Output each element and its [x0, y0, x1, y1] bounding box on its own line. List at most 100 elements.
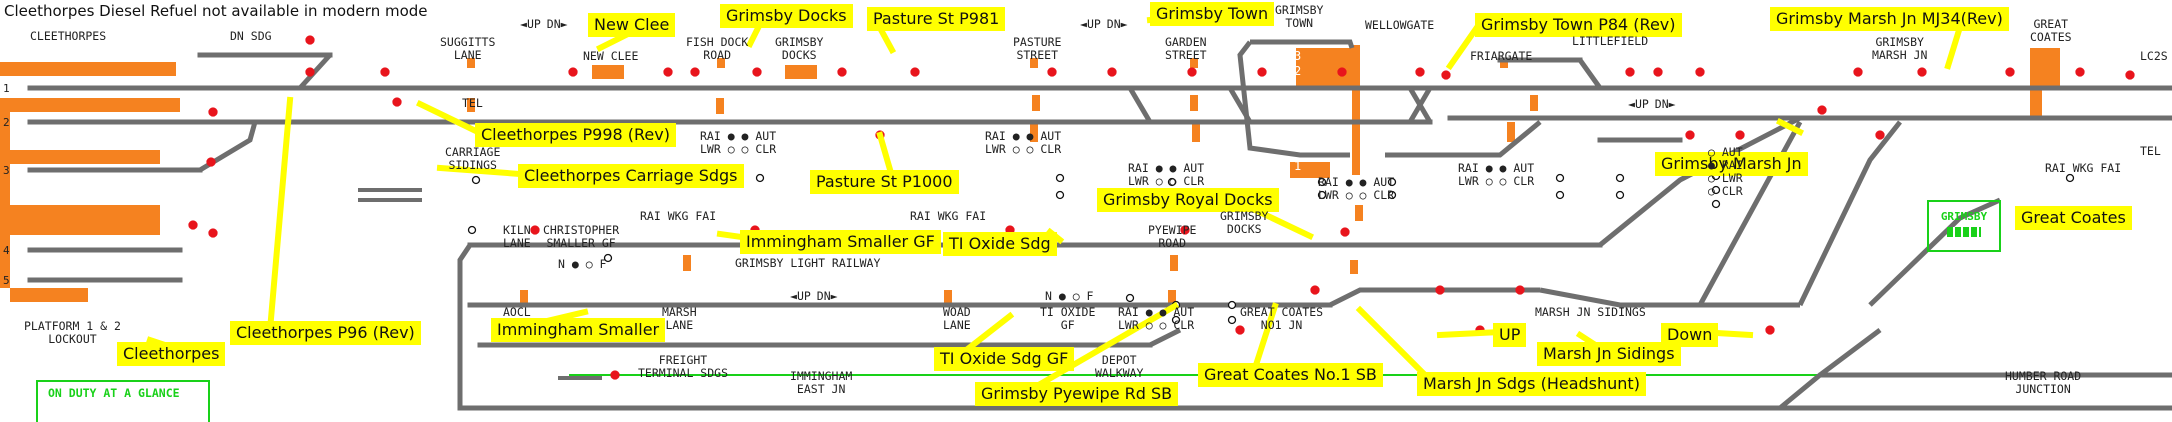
- label-rai-wkg-fai-2: RAI WKG FAI: [910, 209, 987, 223]
- track-curve: [1598, 115, 1802, 247]
- track-curve: [1797, 120, 1902, 307]
- callout-great-coates-no1-sb[interactable]: Great Coates No.1 SB: [1198, 363, 1383, 387]
- signal-marker: [2005, 67, 2015, 77]
- signal-marker: [1653, 67, 1663, 77]
- aspect-indicator: [1615, 173, 1625, 183]
- callout-marsh-jn-sdgs-headshunt[interactable]: Marsh Jn Sdgs (Headshunt): [1417, 372, 1646, 396]
- platform-block: [592, 65, 624, 79]
- callout-grimsby-docks[interactable]: Grimsby Docks: [720, 4, 853, 28]
- aspect-indicator: [1055, 173, 1065, 183]
- platform-block: [1507, 122, 1515, 142]
- grimsby-panel-title: GRIMSBY: [1940, 210, 1988, 223]
- label-great-coates-no1-jn: GREAT COATES NO1 JN: [1240, 305, 1324, 332]
- signal-marker: [208, 228, 218, 238]
- signal-marker: [610, 370, 620, 380]
- callout-great-coates[interactable]: Great Coates: [2015, 206, 2132, 230]
- callout-immingham-smaller[interactable]: Immingham Smaller: [491, 318, 666, 342]
- arrow-right-icon: ►: [1668, 97, 1676, 111]
- callout-cleethorpes-p998[interactable]: Cleethorpes P998 (Rev): [475, 123, 676, 147]
- callout-pointer: [266, 96, 294, 334]
- callout-cleethorpes[interactable]: Cleethorpes: [117, 342, 226, 366]
- callout-cleethorpes-carriage-sdgs[interactable]: Cleethorpes Carriage Sdgs: [518, 164, 744, 188]
- aspect-indicator: [1171, 315, 1181, 325]
- aspect-indicator: [1317, 177, 1327, 187]
- platform-block: [1190, 95, 1198, 111]
- callout-grimsby-royal-docks[interactable]: Grimsby Royal Docks: [1097, 188, 1279, 212]
- label-dn-sdg: DN SDG: [230, 29, 272, 43]
- label-grimsby-town-station: GRIMSBY TOWN: [1275, 3, 1324, 30]
- label-garden-street: GARDEN STREET: [1165, 35, 1207, 62]
- callout-new-clee[interactable]: New Clee: [588, 13, 676, 37]
- callout-grimsby-pyewipe-rd-sb[interactable]: Grimsby Pyewipe Rd SB: [975, 382, 1179, 406]
- label-lc2: LC2S: [2140, 49, 2168, 63]
- callout-ti-oxide-sdg[interactable]: TI Oxide Sdg: [943, 232, 1057, 256]
- callout-down[interactable]: Down: [1661, 323, 1719, 347]
- callout-ti-oxide-sdg-gf[interactable]: TI Oxide Sdg GF: [934, 347, 1075, 371]
- signal-marker: [1337, 67, 1347, 77]
- track-curve: [1237, 40, 1350, 158]
- signal-marker: [1187, 67, 1197, 77]
- label-rai-wkg-fai-1: RAI WKG FAI: [640, 209, 717, 223]
- platform-block: [716, 98, 724, 114]
- signal-marker: [1340, 227, 1350, 237]
- label-marsh-jn-sidings-label: MARSH JN SIDINGS: [1535, 305, 1646, 319]
- track-curve: [1868, 197, 2002, 307]
- callout-immingham-smaller-gf[interactable]: Immingham Smaller GF: [740, 230, 941, 254]
- callout-pasture-st-p1000[interactable]: Pasture St P1000: [810, 170, 959, 194]
- aspect-indicator: [1317, 190, 1327, 200]
- aspect-indicator: [755, 173, 765, 183]
- signal-marker: [188, 220, 198, 230]
- dn-label: DN: [816, 289, 831, 303]
- label-humber-road-junction: HUMBER ROAD JUNCTION: [2005, 369, 2082, 396]
- arrow-right-icon: ►: [1120, 17, 1128, 31]
- callout-grimsby-marsh-jn[interactable]: Grimsby Marsh Jn: [1655, 152, 1808, 176]
- indicator-row: LWR ○ ○ CLR: [985, 142, 1062, 156]
- signal-marker: [663, 67, 673, 77]
- indicator-row: ○ LWR: [1708, 171, 1743, 185]
- callout-pasture-st-p981[interactable]: Pasture St P981: [867, 7, 1006, 31]
- label-grimsby-docks-station: GRIMSBY DOCKS: [775, 35, 824, 62]
- track-curve: [1407, 86, 1433, 124]
- label-grimsby-light-railway: GRIMSBY LIGHT RAILWAY: [735, 256, 881, 270]
- callout-marsh-jn-sidings[interactable]: Marsh Jn Sidings: [1537, 342, 1681, 366]
- signal-marker: [1107, 67, 1117, 77]
- indicator-row: ○ AUT: [1708, 145, 1743, 159]
- label-ti-oxide-gf: TI OXIDE GF: [1040, 305, 1096, 332]
- signal-marker: [530, 225, 540, 235]
- signal-marker: [305, 35, 315, 45]
- label-tel-1: TEL: [462, 96, 483, 110]
- track-curve: [1385, 120, 1542, 158]
- platform-block: [1030, 122, 1038, 142]
- callout-pointer: [415, 99, 485, 138]
- grimsby-panel[interactable]: GRIMSBY: [1927, 200, 2001, 252]
- aspect-indicator: [1711, 185, 1721, 195]
- callout-grimsby-town[interactable]: Grimsby Town: [1150, 2, 1275, 26]
- on-duty-panel[interactable]: ON DUTY AT A GLANCE: [36, 380, 210, 422]
- track-curve: [1778, 372, 2172, 410]
- callout-pointer: [1355, 305, 1435, 385]
- callout-grimsby-marsh-jn-mj34[interactable]: Grimsby Marsh Jn MJ34(Rev): [1770, 7, 2009, 31]
- platform-block: [10, 98, 180, 112]
- signal-marker: [206, 157, 216, 167]
- label-pasture-street: PASTURE STREET: [1013, 35, 1062, 62]
- callout-grimsby-town-p84[interactable]: Grimsby Town P84 (Rev): [1475, 13, 1682, 37]
- callout-pointer: [1025, 301, 1180, 395]
- callout-up[interactable]: UP: [1493, 323, 1527, 347]
- platform-block: [467, 98, 475, 112]
- platform-block: [0, 62, 176, 76]
- arrow-right-icon: ►: [830, 289, 838, 303]
- callout-cleethorpes-p96[interactable]: Cleethorpes P96 (Rev): [230, 321, 421, 345]
- arrow-left-icon: ◄: [790, 289, 797, 303]
- up-label: UP: [1086, 17, 1101, 31]
- dn-label: DN: [546, 17, 561, 31]
- label-freight-terminal-sdgs: FREIGHT TERMINAL SDGS: [638, 353, 729, 380]
- platform-block: [1352, 45, 1360, 175]
- label-grimsby-docks-lower: GRIMSBY DOCKS: [1220, 209, 1269, 236]
- callout-pointer: [1436, 328, 1504, 339]
- platform-block: [1290, 162, 1330, 178]
- track-curve: [1539, 287, 1800, 308]
- label-friargate: FRIARGATE: [1470, 49, 1533, 63]
